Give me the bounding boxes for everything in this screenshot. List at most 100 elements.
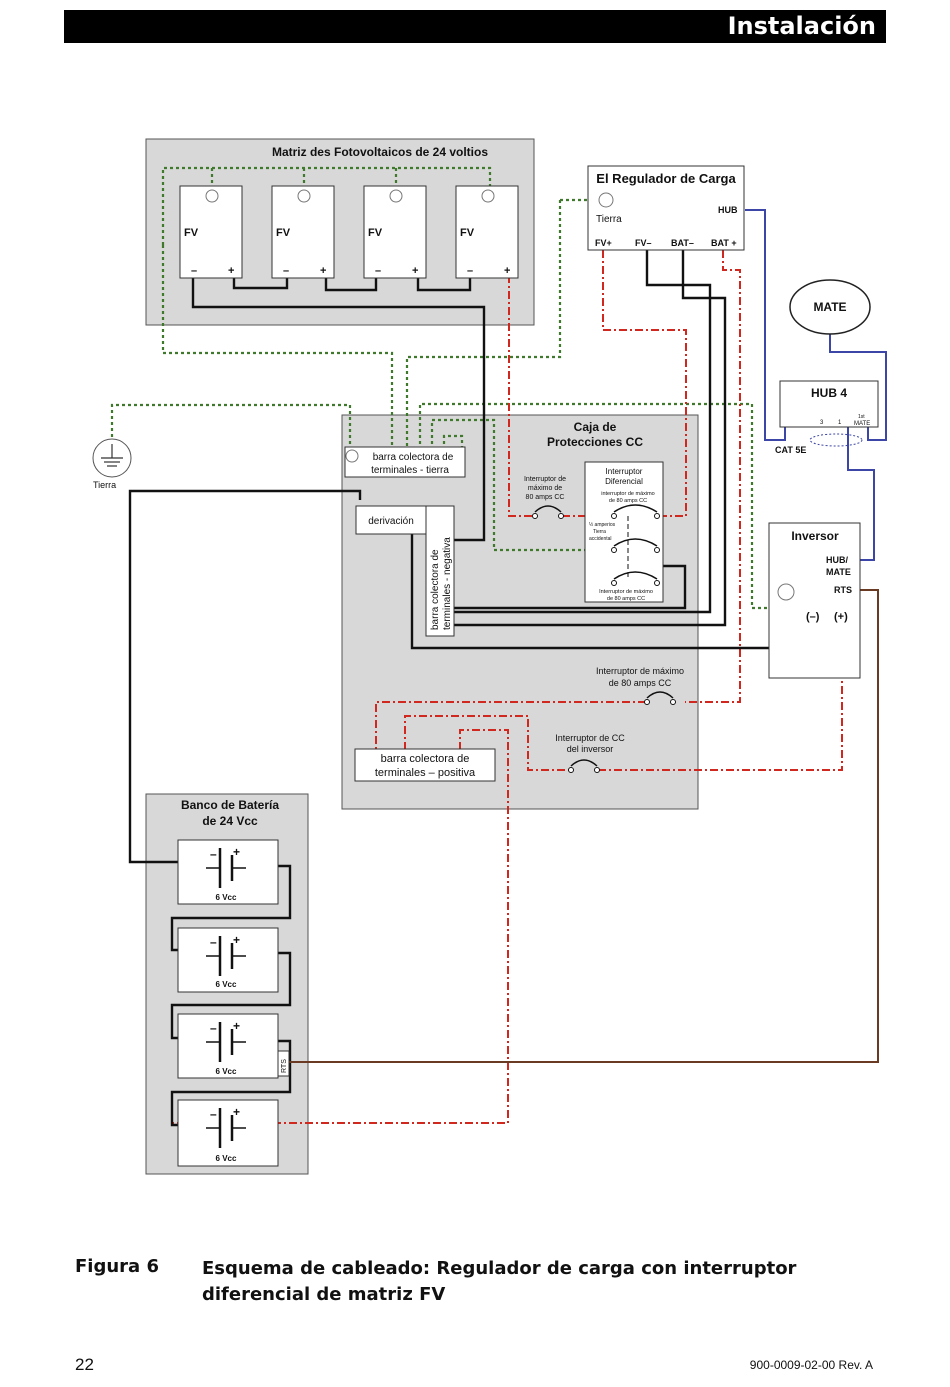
cat5-label: CAT 5E — [775, 445, 806, 455]
battery-cell: – + 6 Vcc — [177, 927, 279, 993]
comm-wires — [745, 209, 887, 561]
battery-cell: – + 6 Vcc RTS — [177, 1013, 290, 1079]
svg-text:–: – — [283, 265, 289, 277]
pv-array-title: Matriz des Fotovoltaicos de 24 voltios — [272, 145, 488, 159]
svg-text:de 80 amps CC: de 80 amps CC — [609, 678, 672, 688]
dc-box-title: Caja de — [574, 420, 617, 434]
svg-text:6 Vcc: 6 Vcc — [216, 1154, 237, 1163]
svg-text:FV+: FV+ — [595, 238, 612, 248]
svg-text:1st: 1st — [858, 414, 865, 420]
svg-text:Tierra: Tierra — [593, 529, 606, 535]
wiring-diagram: Matriz des Fotovoltaicos de 24 voltios F… — [92, 138, 887, 1175]
ground-busbar: barra colectora de terminales - tierra — [344, 446, 466, 478]
pv-panel: FV – + — [271, 185, 335, 279]
pv-panel: FV – + — [363, 185, 427, 279]
svg-text:FV: FV — [184, 227, 199, 239]
hub4: HUB 4 3 1 1st MATE — [779, 380, 879, 428]
svg-text:Interruptor: Interruptor — [606, 467, 643, 476]
svg-text:RTS: RTS — [834, 585, 852, 595]
svg-text:6 Vcc: 6 Vcc — [216, 1067, 237, 1076]
svg-text:FV: FV — [276, 227, 291, 239]
svg-text:Interruptor de CC: Interruptor de CC — [555, 733, 625, 743]
svg-text:–: – — [467, 265, 473, 277]
svg-text:+: + — [320, 265, 326, 277]
mate-remote — [789, 279, 871, 335]
svg-text:BAT +: BAT + — [711, 238, 737, 248]
page-number: 22 — [75, 1355, 94, 1374]
gfp-breaker: Interruptor Diferencial interruptor de m… — [584, 461, 664, 603]
pv-panel: FV – + — [455, 185, 519, 279]
svg-text:interruptor de máximo: interruptor de máximo — [601, 491, 655, 497]
negative-busbar: barra colectora de terminales - negativa — [425, 505, 455, 637]
battery-breaker: Interruptor de máximo de 80 amps CC — [596, 666, 684, 705]
pv-breaker: Interruptor de máximo de 80 amps CC — [524, 476, 566, 519]
svg-text:½ amperios: ½ amperios — [589, 521, 616, 528]
svg-text:–: – — [191, 265, 197, 277]
cat5-cable-icon — [809, 433, 863, 447]
svg-text:FV–: FV– — [635, 238, 652, 248]
svg-text:terminales - negativa: terminales - negativa — [442, 537, 453, 630]
inverter-breaker: Interruptor de CC del inversor — [555, 733, 625, 773]
figure-label: Figura 6 — [75, 1256, 159, 1277]
svg-text:FV: FV — [460, 227, 475, 239]
svg-text:3: 3 — [820, 420, 824, 426]
svg-text:–: – — [210, 847, 217, 861]
ground-terminal-icon — [598, 192, 614, 208]
svg-text:6 Vcc: 6 Vcc — [216, 893, 237, 902]
svg-text:del inversor: del inversor — [567, 744, 614, 754]
svg-text:Inversor: Inversor — [791, 529, 839, 543]
ground-wires — [110, 166, 778, 610]
svg-text:RTS: RTS — [281, 1059, 288, 1073]
svg-text:HUB 4: HUB 4 — [811, 386, 847, 400]
svg-text:+: + — [228, 265, 234, 277]
svg-text:(–): (–) — [806, 611, 820, 623]
svg-text:+: + — [233, 1105, 240, 1119]
svg-text:Tierra: Tierra — [596, 214, 622, 225]
pv-panel: FV – + — [179, 185, 243, 279]
svg-text:MATE: MATE — [854, 421, 870, 427]
svg-text:+: + — [233, 1019, 240, 1033]
svg-text:HUB: HUB — [718, 205, 738, 215]
header-bar: Instalación — [64, 10, 886, 43]
svg-text:Interruptor de máximo: Interruptor de máximo — [599, 589, 653, 595]
svg-text:BAT–: BAT– — [671, 238, 694, 248]
svg-text:+: + — [504, 265, 510, 277]
mate-label: MATE — [813, 300, 846, 314]
svg-text:+: + — [233, 933, 240, 947]
rts-wire — [283, 589, 879, 1063]
svg-text:–: – — [375, 265, 381, 277]
section-title: Instalación — [727, 12, 876, 40]
svg-text:+: + — [233, 845, 240, 859]
svg-text:terminales - tierra: terminales - tierra — [371, 465, 449, 476]
svg-text:–: – — [210, 1021, 217, 1035]
shunt: derivación — [355, 505, 427, 535]
svg-text:derivación: derivación — [368, 516, 414, 527]
svg-text:máximo de: máximo de — [528, 485, 562, 492]
svg-text:+: + — [412, 265, 418, 277]
svg-text:–: – — [210, 935, 217, 949]
svg-text:6 Vcc: 6 Vcc — [216, 980, 237, 989]
svg-text:barra colectora de: barra colectora de — [373, 452, 454, 463]
figure-caption: Esquema de cableado: Regulador de carga … — [202, 1258, 797, 1305]
svg-text:de 80 amps CC: de 80 amps CC — [607, 596, 645, 602]
svg-text:barra colectora de: barra colectora de — [430, 549, 441, 630]
svg-text:Interruptor de máximo: Interruptor de máximo — [596, 666, 684, 676]
positive-busbar: barra colectora de terminales – positiva — [354, 748, 496, 782]
svg-text:HUB/: HUB/ — [826, 555, 848, 565]
svg-text:Diferencial: Diferencial — [605, 477, 643, 486]
document-number: 900-0009-02-00 Rev. A — [749, 1358, 873, 1372]
svg-text:terminales – positiva: terminales – positiva — [375, 767, 476, 779]
battery-bank-title-2: de 24 Vcc — [202, 814, 258, 828]
battery-cell: – + 6 Vcc — [177, 839, 279, 905]
svg-text:(+): (+) — [834, 611, 848, 623]
svg-text:–: – — [210, 1107, 217, 1121]
battery-cell: – + 6 Vcc — [177, 1099, 279, 1167]
ground-icon — [92, 438, 132, 478]
svg-text:1: 1 — [838, 420, 842, 426]
inverter: Inversor HUB/ MATE RTS (–) (+) — [768, 522, 861, 679]
charge-controller: El Regulador de Carga Tierra HUB FV+ FV–… — [587, 165, 745, 251]
svg-text:Interruptor de: Interruptor de — [524, 476, 566, 483]
svg-text:de 80 amps CC: de 80 amps CC — [609, 498, 647, 504]
dc-box-title-2: Protecciones CC — [547, 435, 643, 449]
svg-text:80 amps CC: 80 amps CC — [526, 494, 565, 501]
